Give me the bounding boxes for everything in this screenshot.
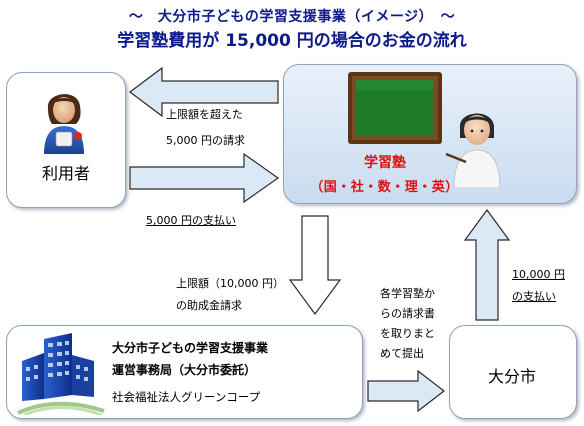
- chalkboard-icon: [348, 72, 442, 144]
- building-icon: [17, 333, 105, 415]
- arrow-excess-claim: [129, 66, 279, 118]
- city-payment-line2: の支払い: [512, 290, 556, 303]
- person-icon: [44, 94, 84, 154]
- arrow-subsidy-claim: [288, 215, 342, 316]
- diagram-subtitle: 学習塾費用が 15,000 円の場合のお金の流れ: [117, 31, 467, 51]
- bulk-invoice-line4: めて提出: [380, 347, 424, 360]
- user-label: 利用者: [41, 164, 90, 183]
- juku-label: 学習塾: [364, 155, 406, 171]
- diagram-title: ～ 大分市子どもの学習支援事業（イメージ） ～: [128, 9, 456, 25]
- teacher-icon: [446, 113, 501, 188]
- user-payment-note: 5,000 円の支払い: [146, 214, 236, 227]
- city-payment-line1: 10,000 円: [512, 268, 565, 281]
- city-payment-note: 10,000 円 の支払い: [512, 264, 565, 308]
- office-role: 運営事務局（大分市委託）: [112, 363, 257, 377]
- excess-claim-line2: 5,000 円の請求: [166, 134, 245, 147]
- bulk-invoice-line1: 各学習塾か: [380, 287, 435, 300]
- arrow-bulk-invoice: [367, 369, 445, 413]
- excess-claim-note: 上限額を超えた 5,000 円の請求: [166, 108, 245, 148]
- subsidy-claim-line2: の助成金請求: [176, 299, 242, 312]
- bulk-invoice-line3: を取りまと: [380, 327, 435, 340]
- subsidy-claim-note: 上限額（10,000 円） の助成金請求: [176, 277, 284, 313]
- office-name: 大分市子どもの学習支援事業: [112, 341, 269, 355]
- bulk-invoice-note: 各学習塾か らの請求書 を取りまと めて提出: [380, 284, 435, 364]
- city-label: 大分市: [487, 367, 536, 386]
- juku-subjects: （国・社・数・理・英）: [310, 180, 459, 195]
- arrow-city-payment: [463, 208, 511, 321]
- subsidy-claim-line1: 上限額（10,000 円）: [176, 277, 284, 290]
- excess-claim-line1: 上限額を超えた: [166, 108, 243, 121]
- city-box: [449, 325, 577, 419]
- arrow-user-payment: [129, 152, 280, 204]
- bulk-invoice-line2: らの請求書: [380, 307, 435, 320]
- office-operator: 社会福祉法人グリーンコープ: [112, 390, 261, 404]
